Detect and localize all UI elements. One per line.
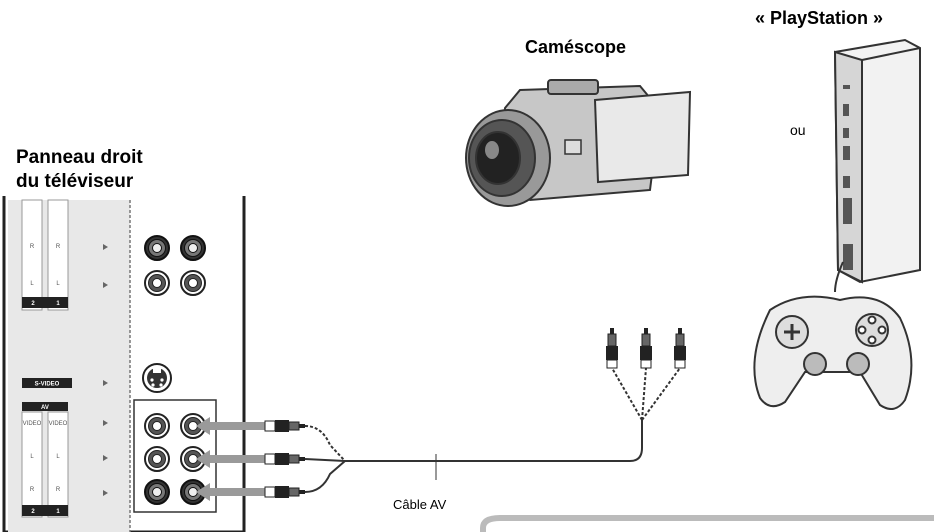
jack-l-1 <box>180 270 206 296</box>
label-r-1b: R <box>56 487 61 493</box>
label-svideo: S-VIDEO <box>35 382 60 388</box>
svideo-jack <box>142 363 172 393</box>
label-input-2-bottom: 2 <box>31 509 35 515</box>
camcorder-image <box>465 79 692 207</box>
label-input-1-bottom: 1 <box>56 509 60 515</box>
label-l-1: L <box>56 281 60 287</box>
or-label: ou <box>790 122 806 138</box>
av-cable <box>304 367 681 493</box>
tv-panel: R R L L 2 1 S-VIDEO AV VIDEO VIDEO L L R… <box>2 196 246 532</box>
av-cable-label: Câble AV <box>393 497 447 512</box>
connection-arrows <box>196 417 265 501</box>
game-controller-image <box>753 295 913 410</box>
label-l-1b: L <box>56 454 60 460</box>
label-l-2: L <box>30 281 34 287</box>
label-video-1: VIDEO <box>49 421 68 427</box>
jack-video-2 <box>144 413 170 439</box>
jack-r-2 <box>144 235 170 261</box>
label-r-2b: R <box>30 487 35 493</box>
label-input-2-top: 2 <box>31 301 35 307</box>
label-av: AV <box>41 405 49 411</box>
jack-r-1 <box>180 235 206 261</box>
playstation-console-image <box>833 38 921 293</box>
jack-audio-l-2 <box>144 446 170 472</box>
camcorder-title: Caméscope <box>525 37 627 57</box>
label-r-1: R <box>56 244 61 250</box>
label-video-2: VIDEO <box>23 421 42 427</box>
tv-panel-title-line2: du téléviseur <box>16 171 134 192</box>
av-cable-plugs-left <box>264 419 306 499</box>
playstation-title: « PlayStation » <box>755 8 884 28</box>
label-r-2: R <box>30 244 35 250</box>
note-box-edge <box>480 515 934 532</box>
label-input-1-top: 1 <box>56 301 60 307</box>
jack-l-2 <box>144 270 170 296</box>
tv-panel-title-line1: Panneau droit <box>16 147 143 168</box>
label-l-2b: L <box>30 454 34 460</box>
tv-panel-title: Panneau droit du téléviseur <box>16 146 143 194</box>
jack-audio-r-2 <box>144 479 170 505</box>
av-cable-plugs-right <box>605 327 687 369</box>
